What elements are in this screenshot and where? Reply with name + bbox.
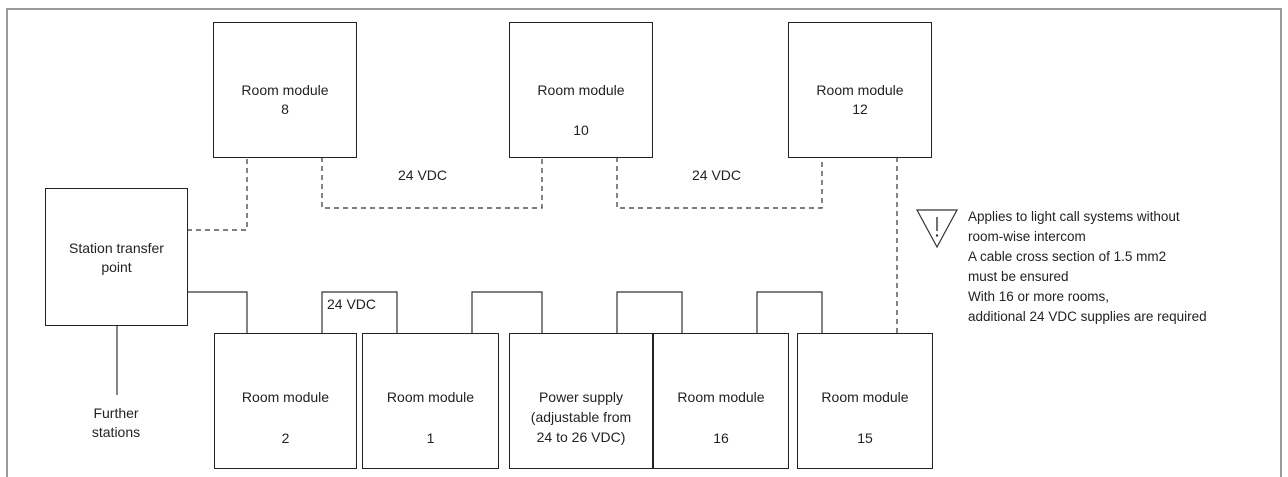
room-module-15: Room module 15 bbox=[797, 333, 933, 469]
room-module-1-number: 1 bbox=[426, 430, 435, 446]
station-transfer-point: Station transfer point bbox=[45, 188, 188, 326]
warning-triangle-icon bbox=[915, 207, 959, 256]
room-module-2: Room module 2 bbox=[214, 333, 357, 469]
room-module-10-title: Room module bbox=[537, 82, 625, 98]
dashed-wire-m10-to-m12 bbox=[616, 157, 823, 209]
voltage-label-top-right: 24 VDC bbox=[692, 167, 742, 183]
station-transfer-line1: Station transfer bbox=[69, 240, 164, 256]
room-module-12-title: Room module bbox=[816, 82, 904, 98]
note-line-2: room-wise intercom bbox=[968, 229, 1086, 244]
room-module-2-number: 2 bbox=[281, 430, 290, 446]
voltage-label-bottom: 24 VDC bbox=[327, 296, 377, 312]
note-line-1: Applies to light call systems without bbox=[968, 209, 1180, 224]
note-line-4: must be ensured bbox=[968, 269, 1069, 284]
room-module-8-title: Room module bbox=[241, 82, 329, 98]
power-supply-line1: Power supply bbox=[538, 389, 624, 405]
station-transfer-line2: point bbox=[101, 259, 132, 275]
wire-transfer-to-m2 bbox=[187, 291, 248, 334]
room-module-1: Room module 1 bbox=[362, 333, 499, 469]
power-supply-line2: (adjustable from bbox=[530, 409, 632, 425]
further-stations-line1: Further bbox=[93, 405, 139, 421]
wire-power-to-m16 bbox=[616, 291, 683, 334]
room-module-16: Room module 16 bbox=[653, 333, 789, 469]
note-line-6: additional 24 VDC supplies are required bbox=[968, 309, 1207, 324]
note-line-5: With 16 or more rooms, bbox=[968, 289, 1110, 304]
room-module-15-title: Room module bbox=[821, 389, 909, 405]
room-module-1-title: Room module bbox=[386, 389, 475, 405]
wire-m1-to-power bbox=[471, 291, 543, 334]
room-module-8-number: 8 bbox=[281, 101, 289, 117]
room-module-12: Room module 12 bbox=[788, 22, 932, 158]
voltage-label-top-left: 24 VDC bbox=[398, 167, 448, 183]
room-module-16-number: 16 bbox=[713, 430, 729, 446]
room-module-15-number: 15 bbox=[857, 430, 873, 446]
room-module-10: Room module 10 bbox=[509, 22, 653, 158]
power-supply: Power supply (adjustable from 24 to 26 V… bbox=[509, 333, 653, 469]
room-module-10-number: 10 bbox=[573, 122, 589, 138]
diagram-frame bbox=[6, 8, 1282, 477]
note-line-3: A cable cross section of 1.5 mm2 bbox=[968, 249, 1167, 264]
wire-m2-to-m1 bbox=[321, 291, 398, 334]
wire-m16-to-m15 bbox=[756, 291, 823, 334]
further-stations-line2: stations bbox=[91, 424, 141, 440]
room-module-8: Room module 8 bbox=[213, 22, 357, 158]
power-supply-line3: 24 to 26 VDC) bbox=[536, 429, 626, 445]
dashed-wire-transfer-to-m8 bbox=[187, 157, 248, 231]
room-module-2-title: Room module bbox=[241, 389, 330, 405]
room-module-12-number: 12 bbox=[852, 101, 868, 117]
room-module-16-title: Room module bbox=[677, 389, 765, 405]
